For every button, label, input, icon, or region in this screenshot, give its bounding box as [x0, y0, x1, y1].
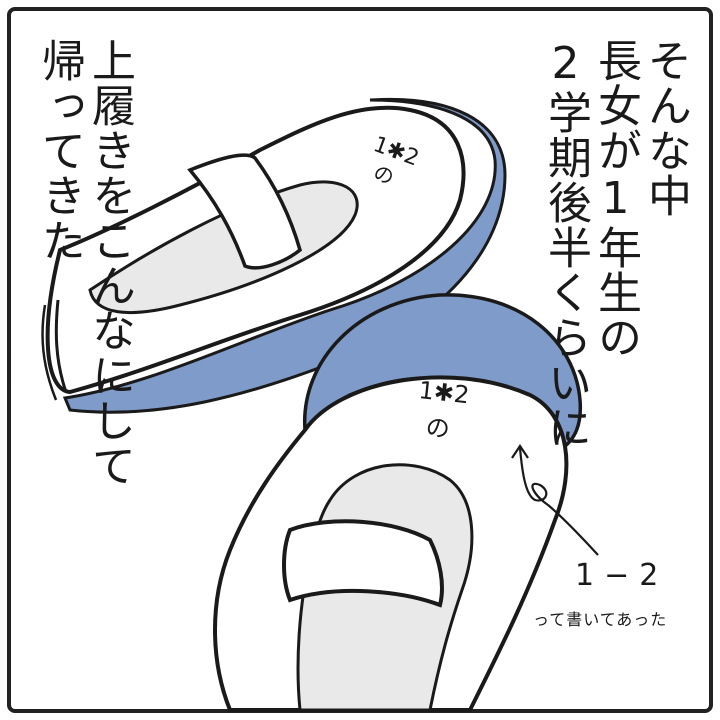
upper-shoe-inside — [88, 180, 359, 315]
narration-line-2: 長女が1年生の — [590, 38, 641, 360]
upper-shoe-sole — [62, 97, 507, 414]
narration-line-5: 帰ってきた — [34, 38, 85, 263]
annotation-number: 1−2 — [575, 558, 669, 593]
upper-shoe-heel-line-2 — [41, 304, 58, 401]
annotation-arrow-head — [511, 444, 529, 459]
lower-shoe: 1✱2 の — [213, 293, 583, 712]
narration-line-3: 2学期後半くらいに — [540, 38, 591, 450]
lower-shoe-label-bottom: の — [424, 413, 451, 443]
annotation-text: って書いてあった — [533, 610, 668, 629]
lower-shoe-label-top: 1✱2 — [417, 376, 470, 409]
upper-shoe-strap — [187, 153, 303, 270]
narration-line-4: 上履きをこんなにして — [84, 38, 135, 488]
annotation-arrow — [518, 447, 599, 556]
upper-shoe: 1✱2 の — [41, 97, 507, 414]
narration-line-1: そんな中 — [640, 38, 691, 218]
lower-shoe-strap — [282, 519, 444, 608]
upper-shoe-heel-line — [54, 299, 68, 393]
